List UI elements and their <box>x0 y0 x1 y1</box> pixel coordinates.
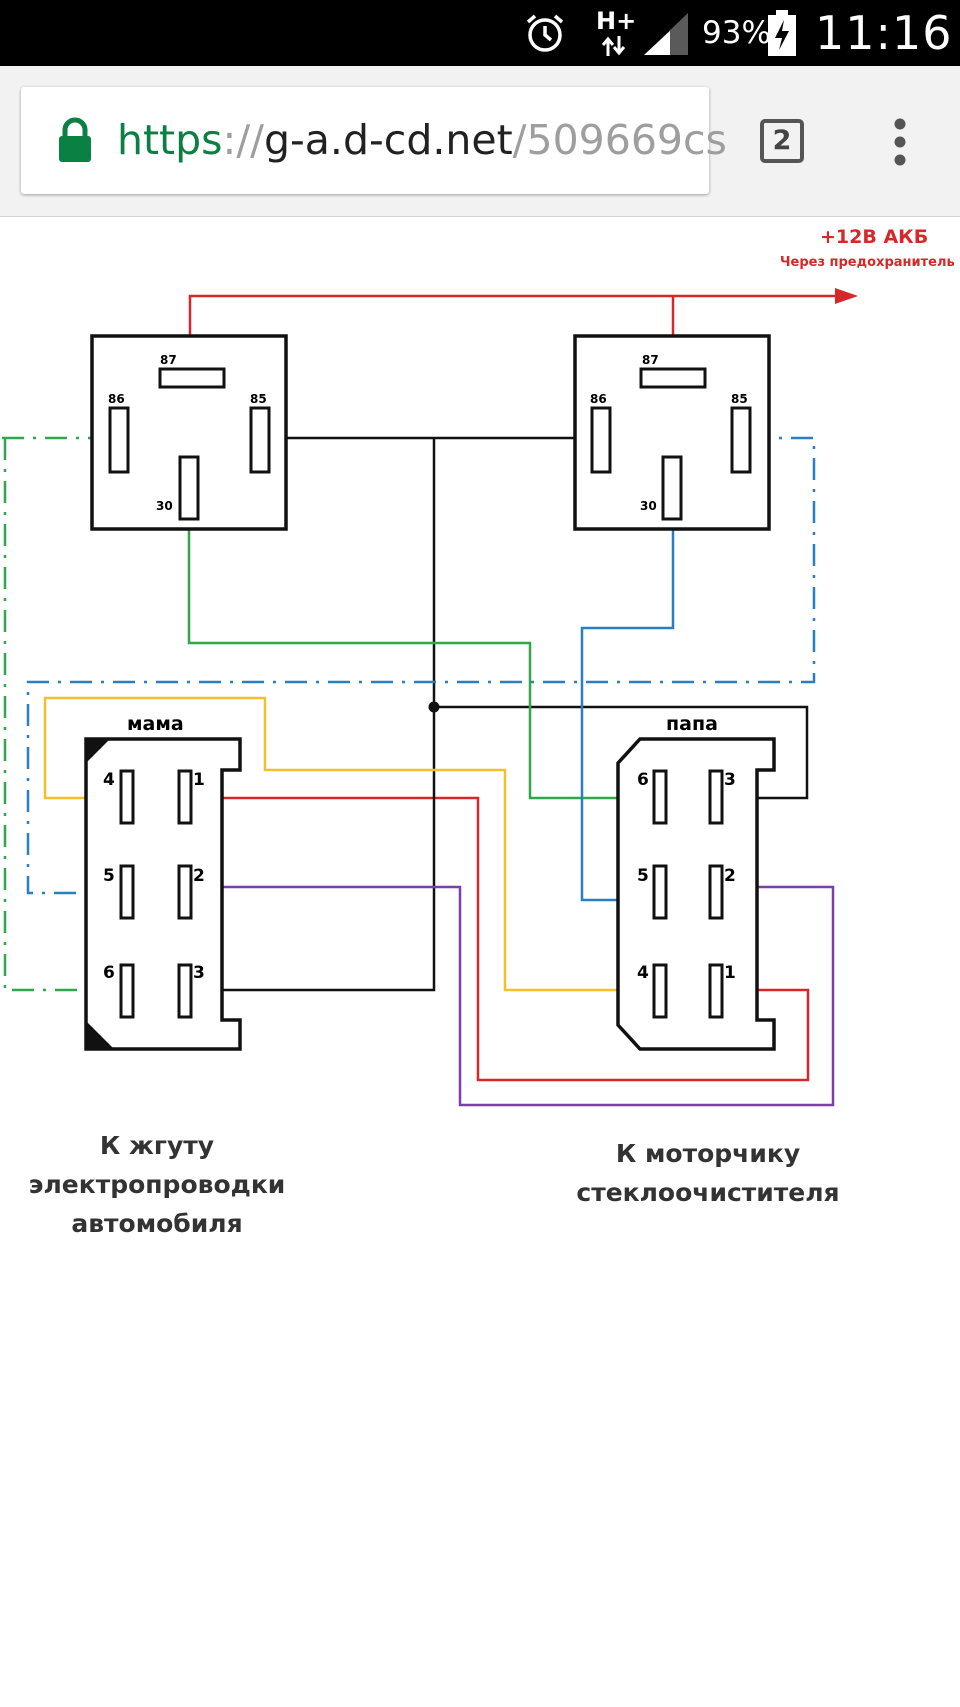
black-wires <box>222 436 809 992</box>
connector-right-pin-2: 2 <box>724 866 736 886</box>
purple-wire <box>222 885 835 1107</box>
relay-right: 87 86 85 30 <box>573 334 771 531</box>
green-wires <box>187 520 617 800</box>
menu-dots-icon[interactable] <box>880 116 920 168</box>
relay-left-pin-85: 85 <box>250 392 267 406</box>
connector-left-pin-3: 3 <box>193 963 205 983</box>
relay-right-pin-85: 85 <box>731 392 748 406</box>
caption-right-line-2: стеклоочистителя <box>576 1178 839 1207</box>
power-arrow-icon <box>835 288 858 304</box>
address-bar[interactable]: https://g-a.d-cd.net/509669cs <box>21 87 727 194</box>
browser-toolbar: https://g-a.d-cd.net/509669cs 2 <box>0 66 960 217</box>
alarm-icon <box>526 14 564 52</box>
relay-left-pin-87: 87 <box>160 353 177 367</box>
connector-left-pin-4: 4 <box>103 770 115 790</box>
power-sublabel: Через предохранитель <box>780 255 955 270</box>
tab-switcher-button[interactable]: 2 <box>760 119 804 163</box>
relay-right-pin-87: 87 <box>642 353 659 367</box>
connector-left-pin-5: 5 <box>103 866 115 886</box>
status-bar: H+ 93% 11:16 <box>0 0 960 66</box>
connector-right: папа 6 3 5 2 4 1 <box>616 713 776 1051</box>
url-path: /509669cs <box>512 116 727 164</box>
battery-percent: 93% <box>702 15 771 51</box>
network-arrows-icon <box>601 36 626 56</box>
url-text[interactable]: https://g-a.d-cd.net/509669cs <box>117 87 727 194</box>
url-scheme: https <box>117 116 223 164</box>
connector-left-title: мама <box>127 713 184 735</box>
caption-right: К моторчику стеклоочистителя <box>576 1139 839 1207</box>
blue-dashed-wire <box>26 436 816 895</box>
relay-right-pin-30: 30 <box>640 499 657 513</box>
caption-left: К жгуту электропроводки автомобиля <box>29 1131 286 1238</box>
connector-left: мама 4 1 5 2 6 3 <box>84 713 242 1051</box>
lock-icon <box>59 117 91 162</box>
battery-charging-icon <box>768 10 796 56</box>
tab-count: 2 <box>772 125 792 156</box>
connector-right-pin-4: 4 <box>637 963 649 983</box>
network-type: H+ <box>596 7 637 35</box>
connector-right-title: папа <box>666 713 718 735</box>
connector-left-pin-1: 1 <box>193 770 205 790</box>
caption-right-line-1: К моторчику <box>616 1139 800 1168</box>
connector-left-pin-2: 2 <box>193 866 205 886</box>
relay-left-pin-86: 86 <box>108 392 125 406</box>
connector-right-pin-1: 1 <box>724 963 736 983</box>
clock: 11:16 <box>815 6 953 60</box>
power-label: +12В АКБ <box>820 226 928 248</box>
yellow-wire <box>43 696 617 992</box>
junction-dot <box>428 701 440 713</box>
relay-right-pin-86: 86 <box>590 392 607 406</box>
blue-wires <box>580 520 675 902</box>
url-host: g-a.d-cd.net <box>263 116 513 164</box>
connector-right-pin-6: 6 <box>637 770 649 790</box>
caption-left-line-2: электропроводки <box>29 1170 286 1199</box>
relay-left: 87 86 85 30 <box>90 334 288 531</box>
connector-right-pin-3: 3 <box>724 770 736 790</box>
connector-right-pin-5: 5 <box>637 866 649 886</box>
wiring-diagram: +12В АКБ Через предохранитель <box>0 226 955 1238</box>
relay-left-pin-30: 30 <box>156 499 173 513</box>
signal-icon <box>644 13 688 55</box>
caption-left-line-1: К жгуту <box>100 1131 214 1160</box>
connector-left-pin-6: 6 <box>103 963 115 983</box>
url-separator: :// <box>222 116 264 164</box>
caption-left-line-3: автомобиля <box>71 1209 242 1238</box>
